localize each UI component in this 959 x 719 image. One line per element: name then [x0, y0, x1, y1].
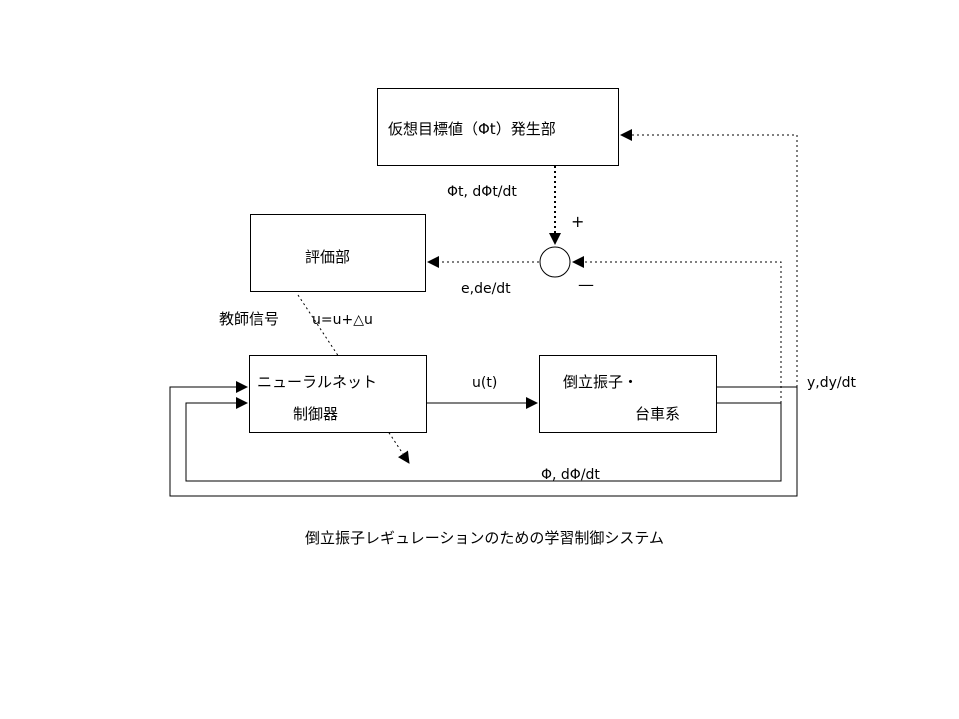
plus-sign: + [571, 212, 585, 231]
evaluator-block: 評価部 [250, 214, 426, 292]
generator-feedback-line [620, 129, 798, 387]
target-generator-label: 仮想目標値（Φt）発生部 [388, 120, 556, 138]
control-signal-label: u(t) [472, 375, 498, 391]
pendulum-cart-block: 倒立振子・ 台車系 [539, 355, 717, 433]
output-feedback-line [572, 256, 782, 403]
controller-label-line2: 制御器 [293, 405, 339, 423]
diagram-caption: 倒立振子レギュレーションのための学習制御システム [305, 529, 664, 547]
outer-feedback-loop [169, 381, 798, 497]
neural-controller-block: ニューラルネット 制御器 [249, 355, 427, 433]
target-signal-label: Φt, dΦt/dt [447, 184, 517, 200]
minus-sign: — [578, 275, 594, 294]
plant-label-line2: 台車系 [635, 405, 681, 423]
update-rule-label: u=u+△u [312, 312, 373, 328]
teacher-signal-label: 教師信号 [219, 310, 280, 328]
evaluator-label: 評価部 [305, 248, 351, 266]
controller-label-line1: ニューラルネット [257, 373, 378, 391]
plant-label-line1: 倒立振子・ [563, 373, 639, 391]
angle-feedback-loop [185, 397, 782, 482]
output-signal-label: y,dy/dt [807, 375, 856, 391]
error-signal-label: e,de/dt [461, 281, 511, 297]
summing-junction [539, 246, 571, 278]
target-generator-block: 仮想目標値（Φt）発生部 [377, 88, 619, 166]
angle-signal-label: Φ, dΦ/dt [541, 467, 600, 483]
